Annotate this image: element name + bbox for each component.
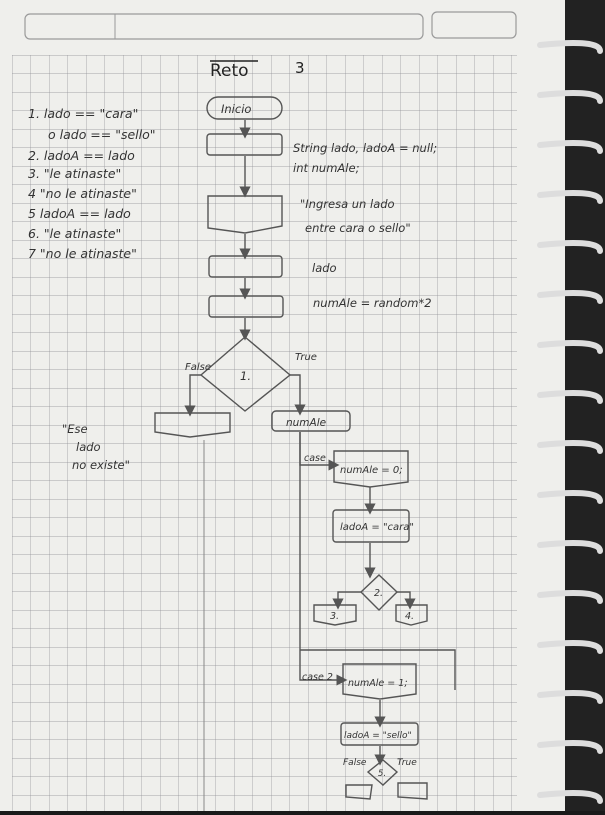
step-item: 4 "no le atinaste": [28, 186, 137, 201]
spiral-ring: [537, 140, 603, 154]
output-3-label: 3.: [330, 611, 339, 622]
declare-line-1: String lado, ladoA = null;: [293, 141, 437, 155]
case-1-text: numAle = 0;: [340, 465, 403, 476]
spiral-ring: [537, 590, 603, 604]
case-2-label: case 2: [302, 672, 333, 683]
false-label: False: [185, 362, 211, 373]
spiral-ring: [537, 40, 603, 54]
set-cara-box: [332, 509, 410, 543]
step-item: o lado == "sello": [48, 127, 156, 142]
page-title: Reto: [210, 61, 249, 81]
case-1-label: case: [304, 453, 326, 464]
step-item: 5 ladoA == lado: [28, 206, 131, 221]
step-item: 3. "le atinaste": [28, 166, 121, 181]
declare-process: [206, 133, 283, 156]
spiral-ring: [537, 540, 603, 554]
step-item: 1. lado == "cara": [28, 106, 138, 121]
decision-2: [359, 574, 399, 611]
switch-label: numAle: [286, 417, 326, 429]
output-4: [395, 604, 428, 626]
spiral-rings: [537, 40, 603, 804]
error-text-3: no existe": [72, 458, 130, 472]
spiral-binding: [565, 0, 605, 811]
step-item: 7 "no le atinaste": [28, 246, 137, 261]
start-terminator: [206, 96, 283, 120]
step-list: 1. lado == "cara" o lado == "sello" 2. l…: [28, 106, 156, 261]
spiral-ring: [537, 190, 603, 204]
spiral-ring: [537, 440, 603, 454]
start-label: Inicio: [221, 102, 251, 116]
switch-box: [271, 410, 351, 432]
set-sello-text: ladoA = "sello": [344, 731, 412, 741]
case-1-check: [333, 450, 409, 488]
step-item: 6. "le atinaste": [28, 226, 121, 241]
page-number: 3: [295, 59, 305, 77]
spiral-ring: [537, 790, 603, 804]
read-label: lado: [312, 261, 337, 275]
spiral-ring: [537, 690, 603, 704]
spiral-ring: [537, 490, 603, 504]
flowchart: [154, 96, 456, 800]
assign-process: [208, 295, 284, 318]
spiral-ring: [537, 640, 603, 654]
date-box: [431, 11, 517, 39]
set-sello-box: [340, 722, 419, 746]
spiral-ring: [537, 340, 603, 354]
prompt-line-1: "Ingresa un lado: [300, 197, 395, 211]
spiral-ring: [537, 740, 603, 754]
error-output: [154, 412, 231, 438]
spiral-ring: [537, 240, 603, 254]
output-document: [207, 195, 283, 234]
error-text-2: lado: [76, 440, 101, 454]
decision-1: [199, 336, 292, 412]
grid-area: [12, 55, 517, 811]
true-label: True: [295, 352, 317, 363]
set-cara-text: ladoA = "cara": [340, 522, 414, 533]
decision-2-label: 2.: [374, 588, 383, 599]
flowchart-text: Inicio String lado, ladoA = null; int nu…: [62, 102, 437, 779]
spiral-ring: [537, 90, 603, 104]
step-item: 2. ladoA == lado: [28, 148, 135, 163]
case-2-text: numAle = 1;: [348, 678, 408, 689]
spiral-ring: [537, 290, 603, 304]
error-text-1: "Ese: [62, 422, 88, 436]
false-label-2: False: [343, 758, 367, 768]
case-2-check: [342, 663, 417, 700]
true-label-2: True: [397, 758, 417, 768]
prompt-line-2: entre cara o sello": [305, 221, 411, 235]
spiral-ring: [537, 390, 603, 404]
header-box: [24, 13, 424, 40]
decision-3-label: 5.: [378, 769, 386, 779]
assign-label: numAle = random*2: [313, 296, 432, 310]
decision-1-label: 1.: [240, 369, 251, 383]
output-4-label: 4.: [405, 611, 414, 622]
declare-line-2: int numAle;: [293, 161, 360, 175]
output-3: [313, 604, 357, 626]
decision-3: [366, 759, 399, 786]
read-input: [208, 255, 283, 278]
